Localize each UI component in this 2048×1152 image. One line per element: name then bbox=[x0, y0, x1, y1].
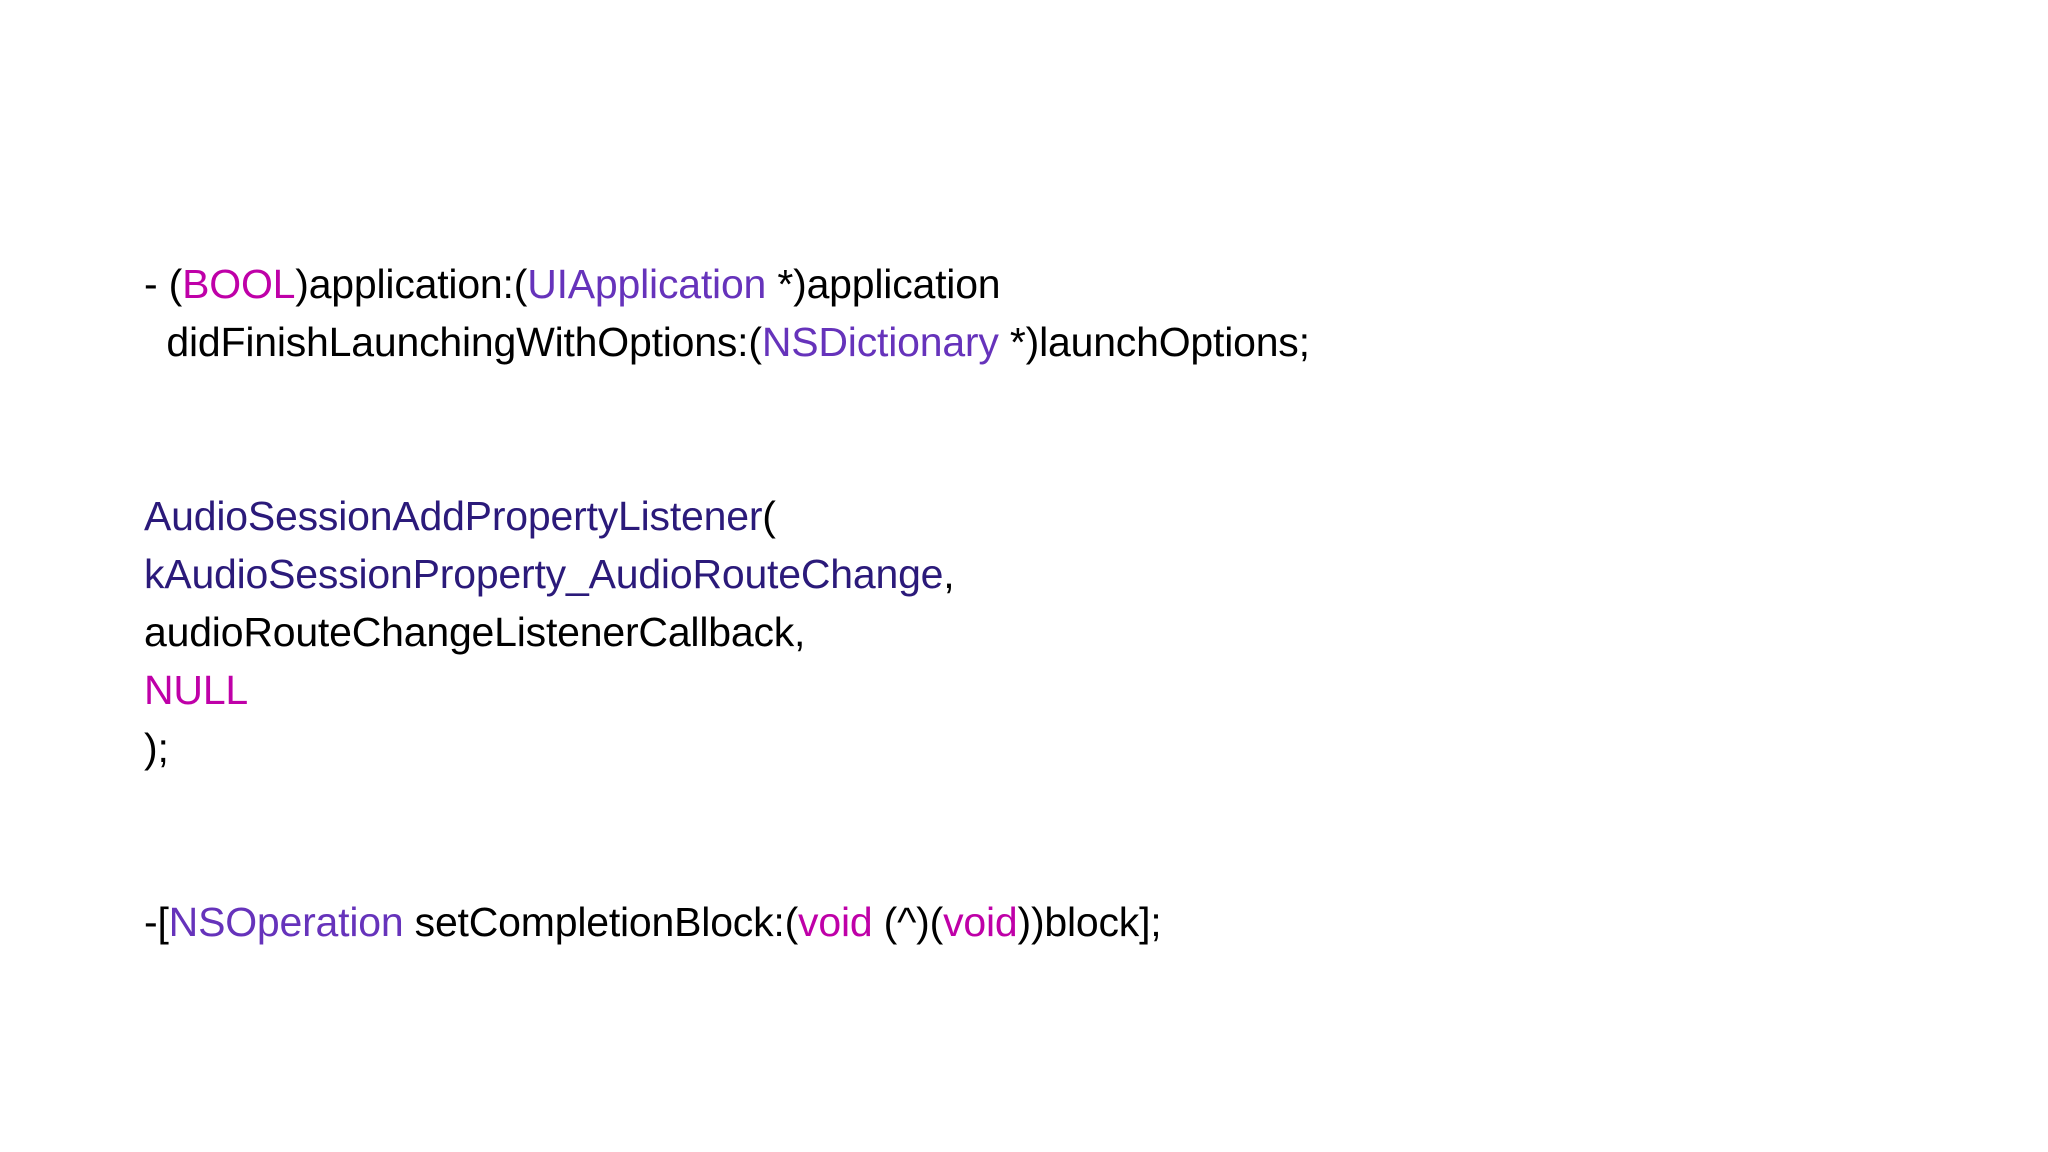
code-line: ); bbox=[144, 719, 1924, 777]
code-token-class: UIApplication bbox=[527, 261, 767, 307]
code-token-plain: (^)( bbox=[872, 899, 944, 945]
code-token-keyword: void bbox=[943, 899, 1018, 945]
code-line: -[NSOperation setCompletionBlock:(void (… bbox=[144, 893, 1924, 951]
code-line-blank bbox=[144, 429, 1924, 487]
code-line: NULL bbox=[144, 661, 1924, 719]
code-token-class: NSOperation bbox=[168, 899, 404, 945]
code-token-keyword: NULL bbox=[144, 667, 249, 713]
code-line: kAudioSessionProperty_AudioRouteChange, bbox=[144, 545, 1924, 603]
code-token-plain: ( bbox=[762, 493, 776, 539]
code-line-blank bbox=[144, 371, 1924, 429]
code-token-plain: ))block]; bbox=[1017, 899, 1162, 945]
code-token-plain: -[ bbox=[144, 899, 169, 945]
code-line: audioRouteChangeListenerCallback, bbox=[144, 603, 1924, 661]
code-token-api: kAudioSessionProperty_AudioRouteChange bbox=[144, 551, 944, 597]
code-token-keyword: void bbox=[798, 899, 873, 945]
code-token-plain: didFinishLaunchingWithOptions:( bbox=[144, 319, 762, 365]
code-line: didFinishLaunchingWithOptions:(NSDiction… bbox=[144, 313, 1924, 371]
code-token-plain: setCompletionBlock:( bbox=[403, 899, 799, 945]
code-block: - (BOOL)application:(UIApplication *)app… bbox=[144, 255, 1924, 951]
code-token-plain: *)application bbox=[766, 261, 1001, 307]
code-token-api: AudioSessionAddPropertyListener bbox=[144, 493, 763, 539]
code-token-plain: )application:( bbox=[295, 261, 528, 307]
code-token-plain: *)launchOptions; bbox=[998, 319, 1310, 365]
code-line: AudioSessionAddPropertyListener( bbox=[144, 487, 1924, 545]
code-line-blank bbox=[144, 835, 1924, 893]
code-token-class: NSDictionary bbox=[761, 319, 999, 365]
code-token-plain: , bbox=[943, 551, 955, 597]
code-line-blank bbox=[144, 777, 1924, 835]
code-line: - (BOOL)application:(UIApplication *)app… bbox=[144, 255, 1924, 313]
code-token-plain: audioRouteChangeListenerCallback, bbox=[144, 609, 806, 655]
slide-canvas bbox=[225, 0, 2048, 1152]
code-token-plain: ); bbox=[144, 725, 169, 771]
code-token-plain: - ( bbox=[144, 261, 183, 307]
code-token-keyword: BOOL bbox=[182, 261, 296, 307]
